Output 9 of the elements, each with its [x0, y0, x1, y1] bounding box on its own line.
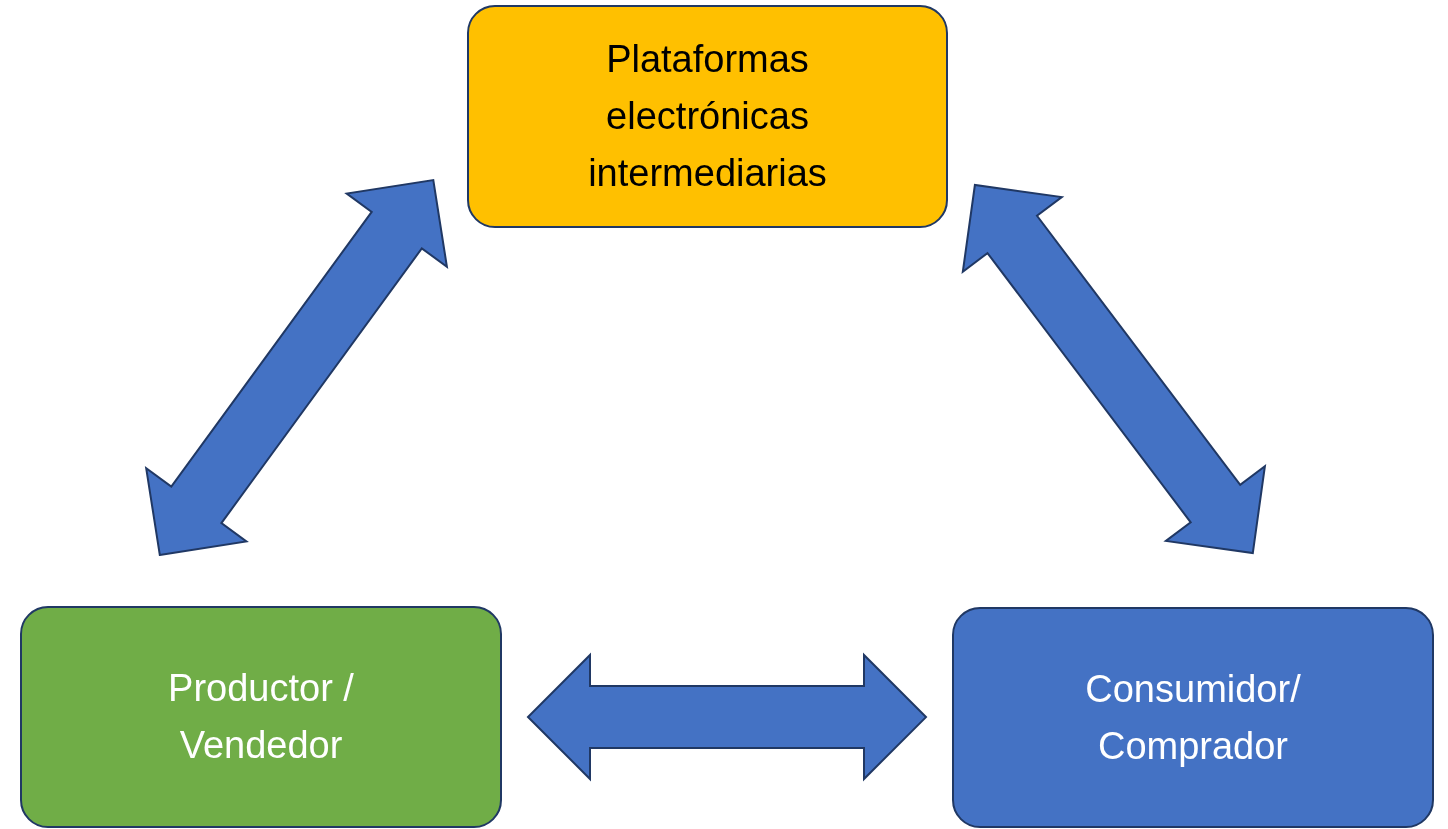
rounded-box	[952, 607, 1434, 828]
double-arrow	[961, 183, 1267, 555]
rounded-box	[20, 606, 502, 828]
rounded-box	[467, 5, 948, 228]
double-arrow	[144, 178, 449, 557]
node-label: Consumidor/ Comprador	[1084, 666, 1302, 769]
node-label: Plataformas electrónicas intermediarias	[587, 37, 828, 196]
node-label: Productor / Vendedor	[167, 666, 355, 768]
double-arrow	[526, 652, 928, 782]
